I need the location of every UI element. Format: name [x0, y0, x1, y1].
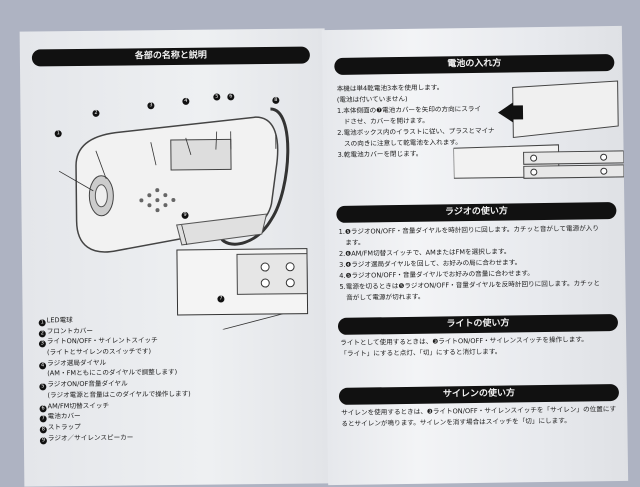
siren-instructions: サイレンを使用するときは、❸ライトON/OFF・サイレンスイッチを「サイレン」の… — [341, 404, 616, 430]
light-instructions: ライトとして使用するときは、❸ライトON/OFF・サイレンスイッチを操作します。… — [340, 334, 588, 359]
battery-illustration — [452, 66, 624, 188]
callout-7: 7 — [217, 291, 225, 302]
callout-8: 8 — [272, 93, 280, 104]
parts-list-note: (ラジオ電源と音量はこのダイヤルで操作します) — [39, 389, 190, 401]
callout-6: 6 — [227, 89, 235, 100]
parts-list-note: (AM・FMともにこのダイヤルで調整します) — [39, 367, 190, 379]
callout-5: 5 — [213, 90, 221, 101]
light-heading: ライトの使い方 — [338, 314, 618, 335]
callout-4: 4 — [182, 94, 190, 105]
callout-9: 9 — [181, 208, 189, 219]
callout-1: 1 — [55, 126, 63, 137]
parts-heading: 各部の名称と説明 — [32, 47, 310, 67]
radio-instructions: 1.❺ラジオON/OFF・音量ダイヤルを時計回りに回します。カチッと音がして電源… — [339, 223, 601, 304]
siren-heading: サイレンの使い方 — [339, 384, 619, 405]
right-page: 電池の入れ方 本機は単4乾電池3本を使用します。(電池は付いていません)1.本体… — [322, 26, 628, 485]
callout-2: 2 — [92, 106, 100, 117]
callout-3: 3 — [147, 98, 155, 109]
radio-heading: ラジオの使い方 — [336, 202, 616, 223]
flashlight-illustration — [20, 68, 323, 331]
